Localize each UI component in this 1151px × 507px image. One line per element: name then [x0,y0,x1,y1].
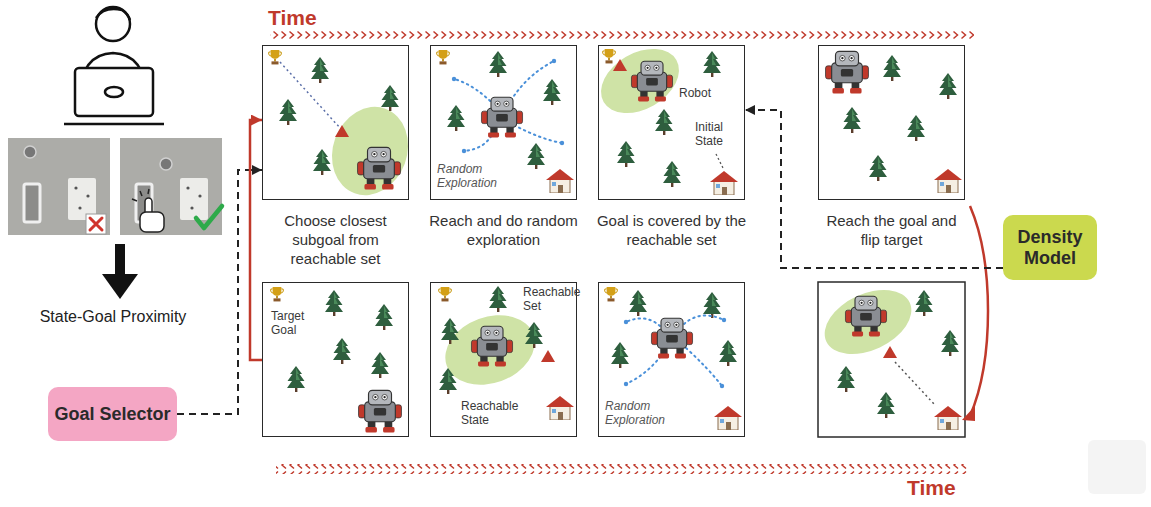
scene-label: Robot [679,86,723,100]
module-box: Goal Selector [48,387,177,441]
scene-panel: Choose closest subgoal from reachable se… [262,45,409,200]
scene-panel: RobotInitial StateGoal is covered by the… [598,45,745,200]
cross-mark [86,214,106,234]
chosen-photo [120,138,222,235]
scene-panel: Reachable SetReachable State [430,282,577,437]
scene-label: Reachable Set [523,285,575,314]
panel-caption: Choose closest subgoal from reachable se… [260,212,411,268]
scene-panel: Reach the goal and flip target [818,45,965,200]
panel-caption: Reach and do random exploration [428,212,579,250]
scene-illustration [814,277,962,430]
check-mark [196,206,222,228]
box-label: Goal Selector [54,404,170,424]
scene-label: Initial State [695,120,741,149]
corner-badge [1088,440,1146,494]
time-arrow [270,31,974,41]
scene-panel: Target Goal [262,282,409,437]
scene-panel: Random ExplorationReach and do random ex… [430,45,577,200]
flip-arrow [970,206,988,416]
scene-illustration [437,50,574,193]
rejected-photo [8,138,110,235]
flip-arrowhead [962,406,975,421]
scene-label: Random Exploration [437,162,499,191]
panel-caption: Goal is covered by the reachable set [596,212,747,250]
scene-illustration [826,51,962,193]
time-arrow [276,464,968,474]
module-box: Density Model [1003,215,1097,280]
scene-illustration [590,36,738,195]
loop-arrow [250,120,262,360]
scene-illustration [605,287,742,430]
panel-caption: Reach the goal and flip target [816,212,967,250]
scene-label: Random Exploration [605,399,667,428]
scene-label: Target Goal [271,309,315,338]
scene-panel: Random Exploration [598,282,745,437]
scene-illustration [269,50,421,206]
axis-label: State-Goal Proximity [18,308,208,326]
box-label: Density Model [1009,227,1091,267]
down-arrow [102,244,138,299]
time-label: Time [907,476,956,500]
scene-illustration [271,287,402,432]
scene-label: Reachable State [461,399,527,428]
person-icon [64,7,164,124]
click-hand [132,189,164,232]
time-label: Time [268,6,317,30]
